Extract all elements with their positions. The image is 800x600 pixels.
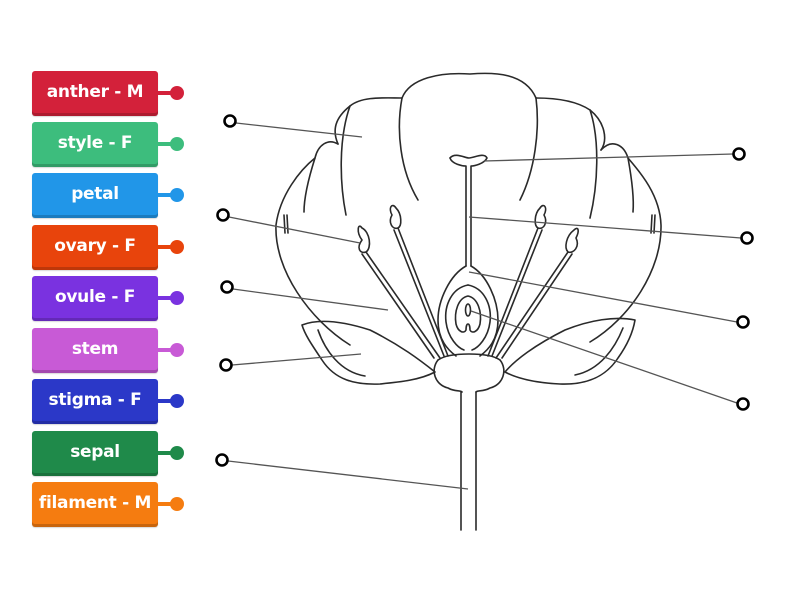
- connector-pin-icon: [170, 86, 184, 100]
- label-text: ovule - F: [54, 287, 136, 307]
- label-anther[interactable]: anther - M: [32, 71, 184, 116]
- filament-target[interactable]: [220, 280, 234, 294]
- drop-targets: [215, 114, 754, 467]
- receptacle-left: [433, 359, 463, 393]
- receptacle-right: [475, 359, 505, 393]
- label-ovule[interactable]: ovule - F: [32, 276, 184, 321]
- right-sepal: [504, 317, 636, 385]
- connector-pin-icon: [170, 394, 184, 408]
- style-target[interactable]: [740, 231, 754, 245]
- anther-right-1: [534, 204, 547, 230]
- connector-line: [158, 245, 174, 249]
- connector-pin-icon: [170, 291, 184, 305]
- connector-pin-icon: [170, 240, 184, 254]
- label-text: ovary - F: [54, 236, 136, 256]
- connector-line: [158, 399, 174, 403]
- filament-right-2: [495, 251, 573, 359]
- label-filament[interactable]: filament - M: [32, 482, 184, 527]
- label-text: stem: [71, 339, 119, 359]
- label-stigma[interactable]: stigma - F: [32, 379, 184, 424]
- leader-sepal: [231, 353, 362, 366]
- leader-petal: [235, 122, 363, 138]
- connector-line: [158, 296, 174, 300]
- label-text: sepal: [70, 442, 120, 462]
- ovule-chamber: [454, 295, 482, 333]
- anther-right-2: [565, 227, 579, 254]
- right-outer-petal: [589, 143, 662, 343]
- leader-anther: [228, 216, 361, 244]
- ovary-target[interactable]: [736, 315, 750, 329]
- connector-pin-icon: [170, 343, 184, 357]
- ovary-left: [437, 265, 467, 357]
- label-text: petal: [71, 184, 119, 204]
- label-text: filament - M: [38, 493, 152, 513]
- label-ovary[interactable]: ovary - F: [32, 225, 184, 270]
- ovule-target[interactable]: [736, 397, 750, 411]
- connector-pin-icon: [170, 188, 184, 202]
- stigma: [449, 154, 488, 267]
- stigma-target[interactable]: [732, 147, 746, 161]
- connector-line: [158, 142, 174, 146]
- connector-line: [158, 451, 174, 455]
- label-sepal[interactable]: sepal: [32, 431, 184, 476]
- connector-line: [158, 193, 174, 197]
- leader-stem: [227, 460, 469, 490]
- flower-drawing: [275, 72, 662, 531]
- label-text: anther - M: [46, 82, 144, 102]
- label-text: style - F: [57, 133, 133, 153]
- petal-target[interactable]: [223, 114, 237, 128]
- ovule: [464, 303, 472, 317]
- connector-line: [158, 502, 174, 506]
- center-petal-top: [401, 72, 537, 99]
- leader-ovule: [470, 310, 738, 404]
- anther-target[interactable]: [216, 208, 230, 222]
- filament-right-1: [487, 227, 543, 357]
- label-text: stigma - F: [48, 390, 142, 410]
- connector-pin-icon: [170, 137, 184, 151]
- anther-left-1: [357, 225, 371, 254]
- left-sepal: [301, 320, 436, 385]
- anther-left-2: [389, 204, 402, 230]
- connector-pin-icon: [170, 497, 184, 511]
- filament-left-2: [393, 227, 449, 357]
- connector-line: [158, 91, 174, 95]
- label-stem[interactable]: stem: [32, 328, 184, 373]
- label-style[interactable]: style - F: [32, 122, 184, 167]
- leader-filament: [232, 288, 389, 311]
- connector-pin-icon: [170, 446, 184, 460]
- filament-left-1: [361, 251, 441, 359]
- stem-target[interactable]: [215, 453, 229, 467]
- leader-stigma: [483, 153, 734, 162]
- leader-lines: [227, 122, 742, 490]
- leader-style: [468, 216, 742, 239]
- connector-line: [158, 348, 174, 352]
- sepal-target[interactable]: [219, 358, 233, 372]
- leader-ovary: [468, 271, 738, 323]
- left-outer-petal: [275, 141, 351, 346]
- label-petal[interactable]: petal: [32, 173, 184, 218]
